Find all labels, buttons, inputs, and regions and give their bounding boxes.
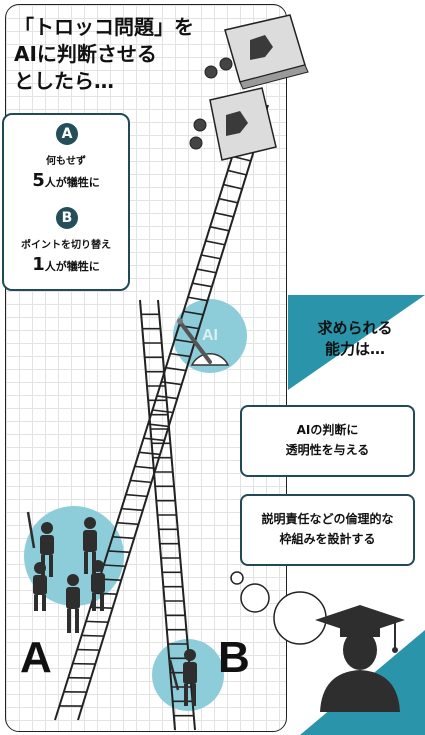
option-a-result: 5人が犠牲に [4, 170, 128, 191]
track-label-a: A [20, 633, 52, 682]
track-rung [223, 183, 243, 190]
option-b-count: 1 [32, 254, 45, 275]
requirement-item: 説明責任などの倫理的な 枠組みを設計する [240, 494, 415, 566]
switch-ai-text: AI [202, 327, 218, 344]
option-b-result-text: 人が犠牲に [44, 260, 100, 273]
track-rung [209, 226, 230, 232]
trolley-car-lower [189, 87, 277, 161]
options-box: A 何もせず 5人が犠牲に B ポイントを切り替え 1人が犠牲に [2, 113, 130, 291]
track-rung [152, 409, 174, 414]
track-rung [196, 268, 217, 274]
track-switch-lever: AI [177, 318, 230, 366]
track-rung [81, 634, 104, 637]
requirement-item: AIの判断に 透明性を与える [240, 405, 415, 477]
track-rung [103, 564, 126, 568]
track-rung [192, 282, 213, 288]
track-label-b: B [218, 633, 250, 682]
worker-b [168, 649, 197, 706]
option-b-desc: ポイントを切り替え [21, 240, 111, 251]
track-rung [134, 465, 156, 470]
option-a-desc: 何もせず [46, 156, 86, 167]
option-a-count: 5 [32, 170, 45, 191]
track-rung [108, 550, 130, 554]
track-rung [205, 240, 225, 246]
option-a-badge: A [56, 123, 78, 145]
teal-triangle-top [288, 295, 425, 390]
track-rung [121, 507, 143, 512]
graduate-icon [315, 605, 405, 712]
track-rung [130, 479, 152, 484]
track-rung [227, 169, 247, 176]
track-rung [116, 521, 139, 526]
option-b-result: 1人が犠牲に [4, 254, 128, 275]
worker-figure [66, 574, 80, 633]
track-rung [165, 366, 187, 372]
track-rung [201, 254, 221, 260]
page-title: 「トロッコ問題」を AIに判断させる としたら… [14, 15, 194, 93]
track-rung [94, 592, 117, 596]
requirements-header: 求められる 能力は… [317, 319, 393, 358]
worker-figure [91, 560, 105, 611]
track-rung [143, 437, 165, 442]
track-rung [174, 338, 195, 344]
track-rung [218, 197, 238, 204]
track-rung [147, 423, 169, 428]
track-rung [214, 211, 234, 218]
worker-figure [33, 562, 47, 611]
track-rung [85, 620, 109, 623]
option-a-result-text: 人が犠牲に [44, 176, 100, 189]
track-rung [187, 296, 208, 302]
track-rung [125, 493, 148, 498]
workers-group-a [26, 511, 105, 633]
option-b-badge: B [56, 207, 78, 229]
track-rung [183, 310, 204, 316]
track-rung [77, 648, 100, 651]
track-rung [112, 536, 135, 540]
track-rung [139, 451, 161, 456]
trolley-car-upper [204, 14, 309, 90]
track-rung [170, 352, 191, 358]
